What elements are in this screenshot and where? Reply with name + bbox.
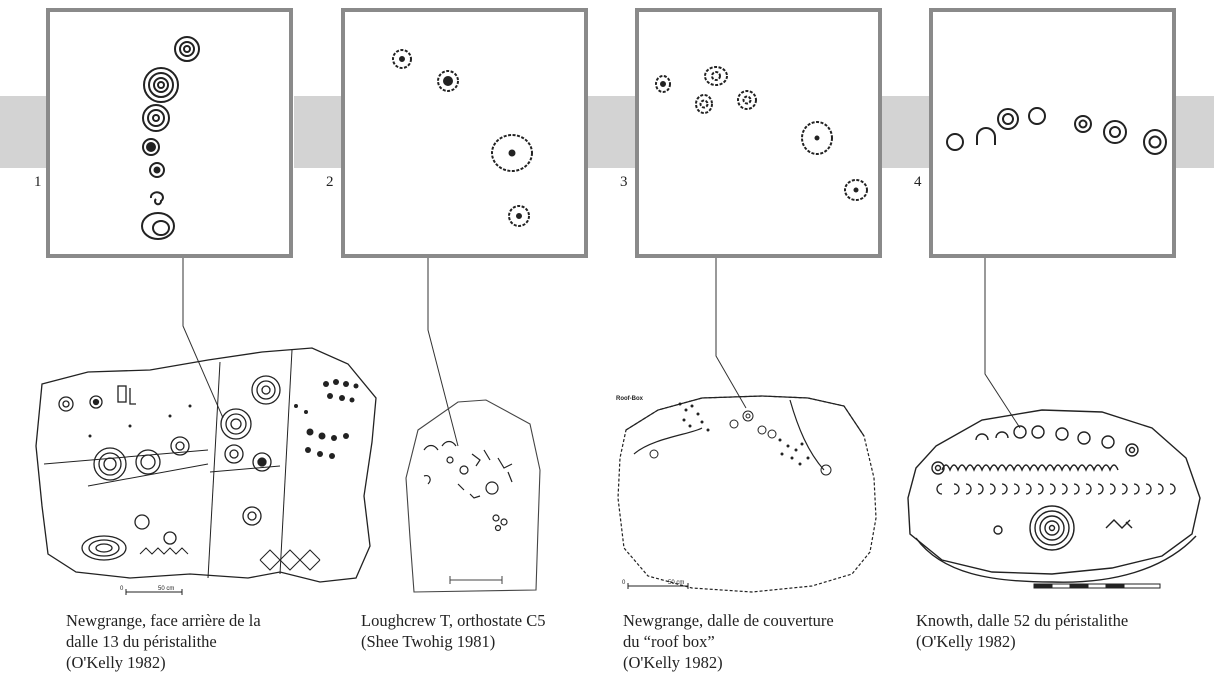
- motif-concentric-circles: [81, 535, 127, 561]
- motif-dotted-circle: [142, 138, 160, 156]
- motif-spiral: [174, 36, 200, 62]
- detail-panel-2: [341, 8, 588, 258]
- band-left-edge: [0, 96, 46, 168]
- scale-bar: [627, 583, 689, 589]
- slab-drawing-loughcrew-c5: [405, 399, 541, 593]
- motif-concentric-circles: [143, 67, 179, 103]
- stone-outline: [617, 395, 877, 593]
- motif-concentric-circles: [1143, 129, 1167, 155]
- caption-line: Knowth, dalle 52 du péristalithe: [916, 611, 1129, 630]
- caption-line: Newgrange, face arrière de la: [66, 611, 261, 630]
- scale-bar: [449, 576, 503, 584]
- caption-line: (O'Kelly 1982): [66, 653, 166, 672]
- stone-outline: [35, 347, 377, 583]
- motif-scatter: [423, 440, 513, 532]
- motif-dotted-circle: [437, 70, 459, 92]
- motif-dotted-circle: [695, 94, 713, 114]
- band-gap-3-4: [882, 96, 929, 168]
- stone-outline: [405, 399, 541, 593]
- motif-small-spiral: [149, 162, 165, 178]
- caption-line: Loughcrew T, orthostate C5: [361, 611, 546, 630]
- motif-dotted-circle: [737, 90, 757, 110]
- motif-crescent-row: [936, 483, 1176, 495]
- scale-label: 50 cm: [158, 586, 174, 592]
- motif-dotted-circle: [491, 134, 533, 172]
- motif-concentric-circles: [58, 375, 281, 545]
- motif-dots: [678, 402, 810, 466]
- caption-knowth-k52: Knowth, dalle 52 du péristalithe (O'Kell…: [916, 610, 1128, 652]
- stone-outline: [907, 409, 1201, 575]
- motif-horseshoe: [976, 127, 996, 145]
- motif-rectangle-glyph: [117, 385, 136, 405]
- detail-panel-1: [46, 8, 293, 258]
- slab-drawing-newgrange-k13: 0 50 cm: [35, 347, 377, 595]
- slab-drawing-knowth-k52: [907, 409, 1201, 589]
- motif-lozenges: [139, 547, 321, 571]
- scale-bar: [125, 589, 183, 595]
- caption-newgrange-roofbox: Newgrange, dalle de couverture du “roof …: [623, 610, 834, 673]
- connector-line-2: [427, 258, 459, 447]
- motif-dotted-circle: [508, 205, 530, 227]
- panel-number-4: 4: [914, 174, 922, 190]
- scale-zero: 0: [622, 580, 626, 586]
- motif-concentric-circles: [1074, 115, 1092, 133]
- caption-loughcrew-c5: Loughcrew T, orthostate C5 (Shee Twohig …: [361, 610, 546, 652]
- caption-line: (O'Kelly 1982): [916, 632, 1016, 651]
- connector-line-4: [984, 258, 1021, 429]
- detail-panel-3: [635, 8, 882, 258]
- panel-number-1: 1: [34, 174, 42, 190]
- caption-line: (Shee Twohig 1981): [361, 632, 496, 651]
- caption-line: (O'Kelly 1982): [623, 653, 723, 672]
- caption-newgrange-k13: Newgrange, face arrière de la dalle 13 d…: [66, 610, 261, 673]
- caption-line: Newgrange, dalle de couverture: [623, 611, 834, 630]
- detail-panel-4: [929, 8, 1176, 258]
- band-gap-1-2: [294, 96, 341, 168]
- motif-small-spiral: [149, 191, 164, 206]
- panel-number-3: 3: [620, 174, 628, 190]
- motif-meander: [941, 464, 1119, 472]
- motif-spiral: [1029, 505, 1075, 551]
- motif-ring: [975, 425, 1139, 457]
- scale-zero: 0: [120, 586, 124, 592]
- motif-concentric-circles: [141, 212, 175, 240]
- motif-concentric-circles: [1103, 120, 1127, 144]
- band-gap-2-3: [588, 96, 635, 168]
- motif-dotted-circle: [649, 410, 832, 476]
- caption-line: du “roof box”: [623, 632, 715, 651]
- connector-line-3: [715, 258, 747, 409]
- motif-dotted-circle: [655, 75, 671, 93]
- slab-drawing-newgrange-roofbox: Roof-Box 0 50 cm: [616, 395, 877, 593]
- motif-ring: [946, 133, 964, 151]
- motif-concentric-circles: [142, 104, 170, 132]
- scale-bar: [1033, 583, 1161, 589]
- motif-concentric-circles: [997, 108, 1019, 130]
- motif-ring: [1028, 107, 1046, 125]
- caption-line: dalle 13 du péristalithe: [66, 632, 217, 651]
- roofbox-title: Roof-Box: [616, 396, 644, 402]
- band-right-edge: [1176, 96, 1214, 168]
- panel-number-2: 2: [326, 174, 334, 190]
- connector-line-1: [182, 258, 224, 419]
- motif-dotted-circle: [704, 66, 728, 86]
- scale-label: 50 cm: [668, 580, 684, 586]
- motif-dotted-circle: [844, 179, 868, 201]
- motif-dotted-circle: [801, 121, 833, 155]
- motif-dots: [88, 379, 359, 459]
- motif-dotted-circle: [392, 49, 412, 69]
